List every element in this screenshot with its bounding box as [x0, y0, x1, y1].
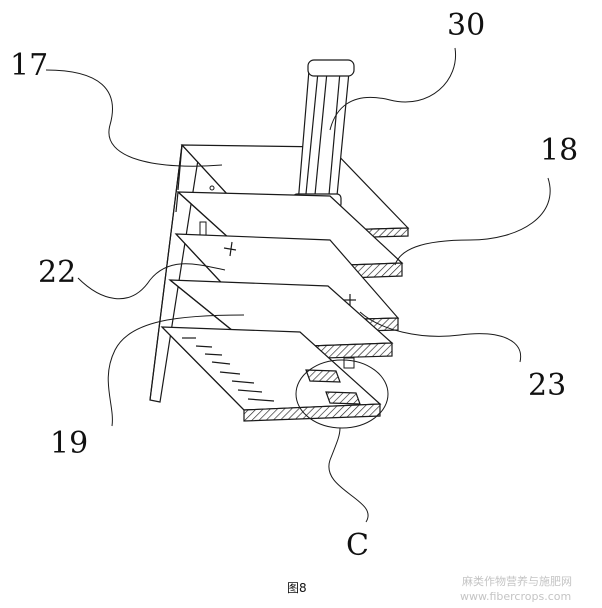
label-18: 18 [540, 133, 578, 168]
leader-lines [45, 47, 551, 523]
watermark-line-2: www.fibercrops.com [460, 590, 571, 603]
detail-circle-c [295, 359, 389, 429]
watermark-line-1: 麻类作物营养与施肥网 [462, 574, 572, 588]
label-c: C [346, 528, 369, 563]
plate-19 [160, 326, 382, 422]
label-19: 19 [50, 426, 88, 461]
figure-caption: 图8 [287, 581, 307, 595]
back-wall [149, 144, 201, 403]
label-23: 23 [528, 368, 566, 403]
label-22: 22 [38, 255, 76, 290]
label-30: 30 [447, 8, 485, 43]
label-17: 17 [10, 48, 48, 83]
